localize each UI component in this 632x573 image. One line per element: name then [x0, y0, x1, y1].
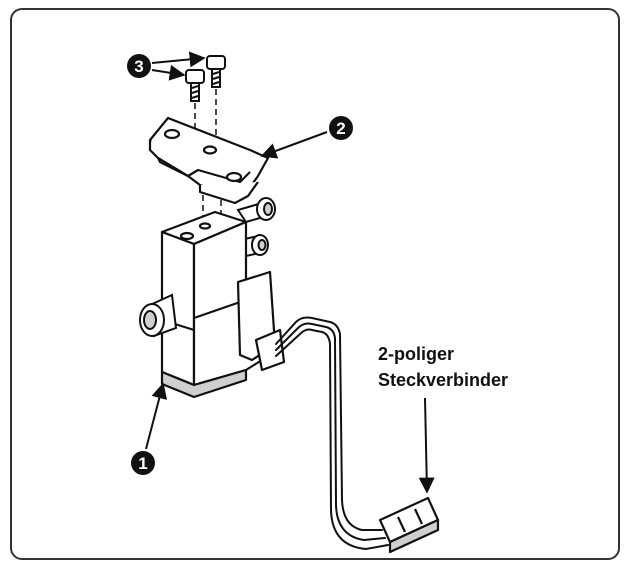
callout-2-arrow — [260, 131, 328, 159]
two-pin-connector — [378, 496, 440, 554]
callout-3: 3 — [127, 54, 151, 78]
air-fitting-side — [139, 293, 178, 338]
callout-3-arrow-lower — [151, 64, 186, 81]
connector-label-line1: 2-poliger — [378, 344, 454, 364]
callout-2: 2 — [329, 116, 353, 140]
solenoid-valve-body — [160, 210, 286, 399]
svg-text:2: 2 — [336, 119, 345, 138]
connector-label-arrow — [418, 397, 435, 494]
screw-right — [206, 55, 226, 88]
callout-3-arrow-upper — [151, 51, 206, 68]
callout-1: 1 — [131, 451, 155, 475]
svg-text:3: 3 — [134, 57, 143, 76]
svg-text:1: 1 — [138, 454, 147, 473]
figure-frame — [10, 8, 620, 560]
mounting-bracket — [148, 116, 270, 205]
screw-left — [185, 69, 205, 102]
connector-cable — [275, 316, 389, 551]
connector-label-line2: Steckverbinder — [378, 370, 508, 390]
callout-1-arrow — [145, 382, 168, 450]
air-fitting-upper — [236, 197, 276, 258]
